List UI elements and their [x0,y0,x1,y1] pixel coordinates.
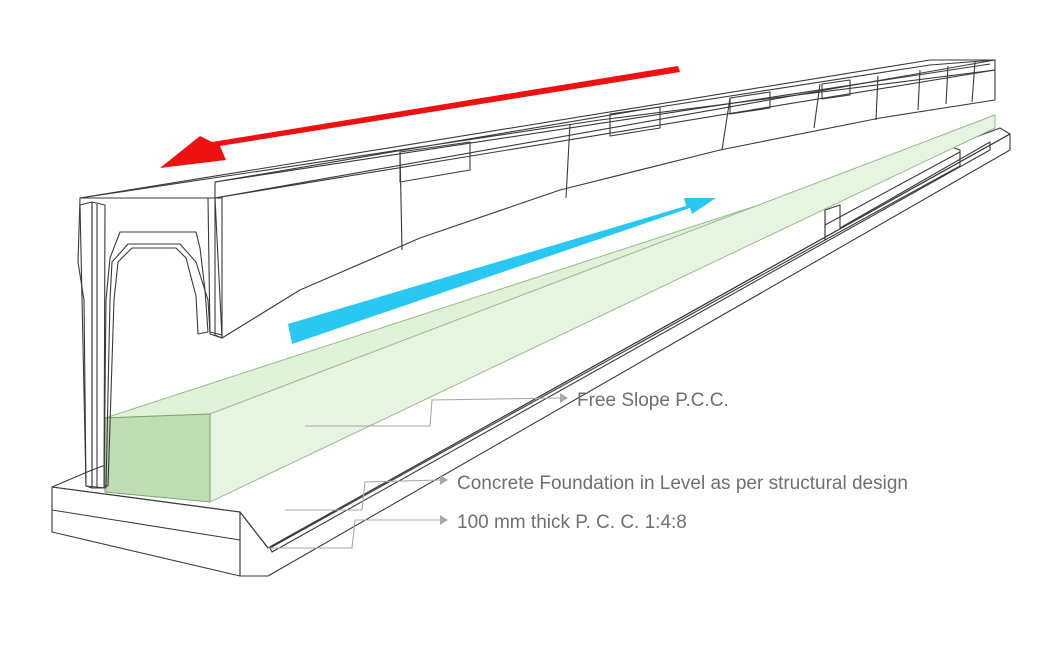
foundation-label: Concrete Foundation in Level as per stru… [457,473,908,494]
leader-foundation [285,479,441,511]
cover-gap-1 [399,141,471,183]
pcc-label: 100 mm thick P. C. C. 1:4:8 [457,512,687,533]
leader-pcc [268,519,440,549]
section-inner-face [103,231,209,487]
arrow-left-icon [160,66,680,168]
cover-gap-2 [609,106,661,137]
pcc-base-slab [51,127,1011,577]
section-right-leg [207,197,223,339]
channel-cross-section [77,197,223,489]
leader-lines [268,393,568,549]
cover-slabs [79,59,996,339]
free-slope-pcc [104,114,996,503]
channel-left-wall [79,201,106,489]
cover-front-face [214,69,996,339]
cover-gap-3 [729,91,771,115]
cover-gap-4 [821,79,851,100]
slope-top-face [104,114,996,419]
slope-front-face [104,413,211,503]
wall-inner-face [91,201,106,489]
slope-long-face [209,114,996,503]
leader-free-slope [305,397,561,427]
arrow-head-free-slope [560,393,568,403]
free-slope-label: Free Slope P.C.C. [577,390,729,411]
arrow-right-icon [288,198,716,344]
arrow-head-foundation [440,475,448,485]
arrow-head-pcc [440,515,448,525]
